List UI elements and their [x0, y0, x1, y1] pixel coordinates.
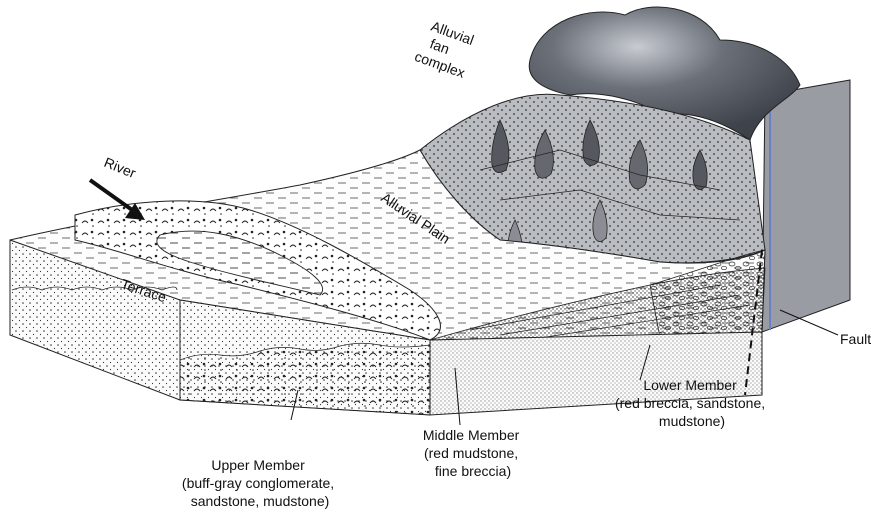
- label-river: River: [102, 154, 139, 181]
- label-middle-member: Middle Member (red mudstone, fine brecci…: [423, 427, 523, 479]
- label-upper-member: Upper Member (buff-gray conglomerate, sa…: [182, 457, 338, 509]
- label-alluvial-fan-complex: Alluvial fan complex: [413, 16, 480, 81]
- label-fault: Fault: [840, 331, 871, 347]
- fault-block: [762, 80, 850, 332]
